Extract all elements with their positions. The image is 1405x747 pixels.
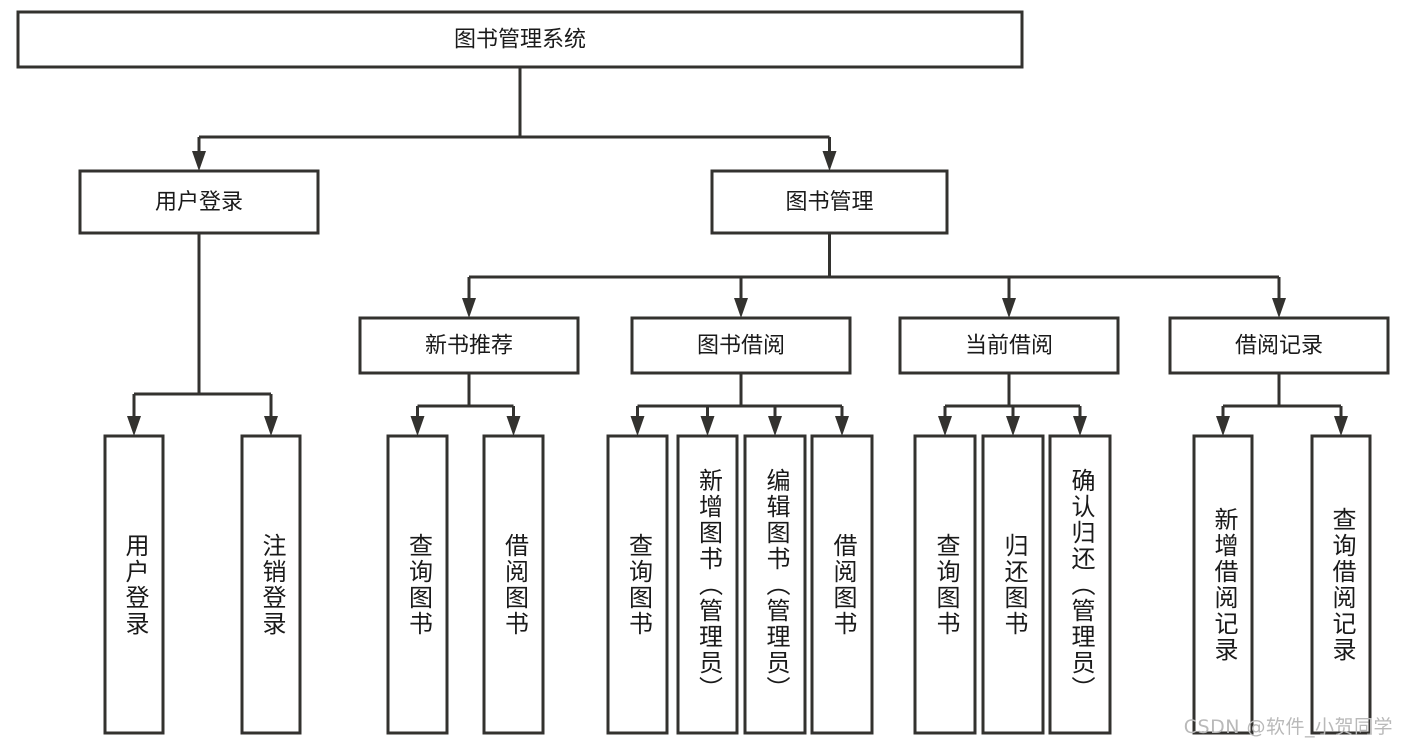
node-box-leaf-user-login xyxy=(103,434,165,735)
node-leaf-add-borrow-record[interactable] xyxy=(1192,434,1254,735)
node-leaf-add-book-admin[interactable] xyxy=(676,434,739,735)
arrowhead-leaf-query-book-current xyxy=(938,416,952,436)
node-box-book-borrow xyxy=(630,316,852,375)
node-leaf-query-borrow-record[interactable] xyxy=(1310,434,1372,735)
node-box-leaf-borrow-book-rec xyxy=(482,434,545,735)
node-box-leaf-query-borrow-record xyxy=(1310,434,1372,735)
arrowhead-book-manage xyxy=(822,151,837,171)
node-box-leaf-query-book-borrow xyxy=(606,434,669,735)
arrowhead-leaf-user-login xyxy=(127,416,141,436)
node-box-root xyxy=(16,10,1024,69)
node-leaf-query-book-current[interactable] xyxy=(913,434,977,735)
node-box-current-borrow xyxy=(898,316,1120,375)
node-leaf-borrow-book-rec[interactable] xyxy=(482,434,545,735)
node-box-leaf-borrow-book xyxy=(810,434,874,735)
node-leaf-user-login[interactable] xyxy=(103,434,165,735)
node-current-borrow[interactable]: 当前借阅 xyxy=(898,316,1120,375)
node-box-leaf-add-borrow-record xyxy=(1192,434,1254,735)
node-leaf-query-book-borrow[interactable] xyxy=(606,434,669,735)
node-box-user-login xyxy=(78,169,320,235)
arrowhead-leaf-borrow-book-rec xyxy=(506,416,521,436)
node-box-book-manage xyxy=(710,169,949,235)
node-label-book-manage: 图书管理 xyxy=(785,190,873,215)
node-label-book-borrow: 图书借阅 xyxy=(697,334,785,359)
node-box-leaf-query-book-current xyxy=(913,434,977,735)
node-book-manage[interactable]: 图书管理 xyxy=(710,169,949,235)
node-leaf-return-book[interactable] xyxy=(981,434,1045,735)
node-label-root: 图书管理系统 xyxy=(454,28,586,53)
arrowhead-leaf-query-book-borrow xyxy=(630,416,645,436)
node-user-login[interactable]: 用户登录 xyxy=(78,169,320,235)
arrowhead-new-book-rec xyxy=(462,298,476,318)
node-box-leaf-edit-book-admin xyxy=(743,434,807,735)
node-box-leaf-user-logout xyxy=(240,434,302,735)
node-leaf-edit-book-admin[interactable] xyxy=(743,434,807,735)
node-leaf-confirm-return-admin[interactable] xyxy=(1048,434,1112,735)
connectors-layer xyxy=(127,67,1348,436)
node-label-user-login: 用户登录 xyxy=(155,190,243,215)
arrowhead-current-borrow xyxy=(1002,298,1016,318)
arrowhead-leaf-edit-book-admin xyxy=(768,416,782,436)
node-new-book-rec[interactable]: 新书推荐 xyxy=(358,316,580,375)
arrowhead-leaf-user-logout xyxy=(264,416,278,436)
node-box-leaf-confirm-return-admin xyxy=(1048,434,1112,735)
node-box-leaf-return-book xyxy=(981,434,1045,735)
node-leaf-query-book-rec[interactable] xyxy=(386,434,449,735)
arrowhead-leaf-borrow-book xyxy=(835,416,849,436)
arrowhead-user-login xyxy=(192,151,206,171)
node-leaf-user-logout[interactable] xyxy=(240,434,302,735)
node-box-leaf-add-book-admin xyxy=(676,434,739,735)
node-box-new-book-rec xyxy=(358,316,580,375)
arrowhead-leaf-return-book xyxy=(1006,416,1020,436)
arrowhead-borrow-record xyxy=(1272,298,1286,318)
arrowhead-leaf-add-borrow-record xyxy=(1216,416,1230,436)
node-root[interactable]: 图书管理系统 xyxy=(16,10,1024,69)
arrowhead-leaf-query-book-rec xyxy=(410,416,425,436)
arrowhead-leaf-add-book-admin xyxy=(700,416,715,436)
node-label-new-book-rec: 新书推荐 xyxy=(425,334,513,359)
node-label-borrow-record: 借阅记录 xyxy=(1235,334,1323,359)
node-book-borrow[interactable]: 图书借阅 xyxy=(630,316,852,375)
node-box-borrow-record xyxy=(1168,316,1390,375)
arrowhead-book-borrow xyxy=(734,298,748,318)
node-borrow-record[interactable]: 借阅记录 xyxy=(1168,316,1390,375)
arrowhead-leaf-query-borrow-record xyxy=(1334,416,1348,436)
arrowhead-leaf-confirm-return-admin xyxy=(1073,416,1087,436)
node-box-leaf-query-book-rec xyxy=(386,434,449,735)
node-leaf-borrow-book[interactable] xyxy=(810,434,874,735)
node-label-current-borrow: 当前借阅 xyxy=(965,334,1053,359)
